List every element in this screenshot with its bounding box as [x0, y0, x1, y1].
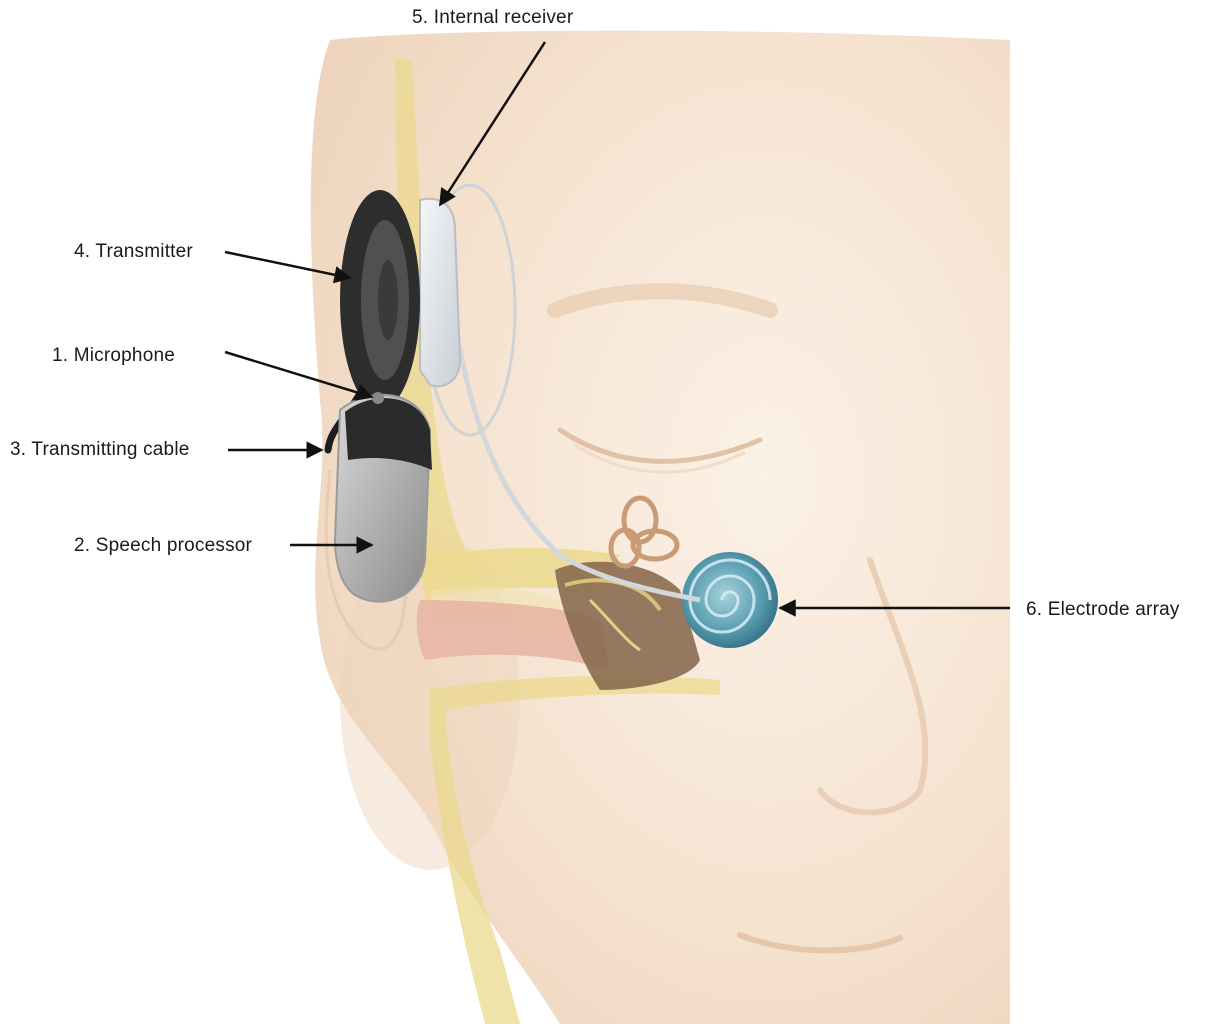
label-speech-processor: 2. Speech processor	[74, 536, 252, 555]
label-electrode-array: 6. Electrode array	[1026, 600, 1180, 619]
label-microphone: 1. Microphone	[52, 346, 175, 365]
label-transmitter: 4. Transmitter	[74, 242, 193, 261]
label-transmitting-cable: 3. Transmitting cable	[10, 440, 190, 459]
speech-processor	[335, 392, 432, 602]
transmitter	[340, 190, 420, 410]
label-internal-receiver: 5. Internal receiver	[412, 8, 573, 27]
